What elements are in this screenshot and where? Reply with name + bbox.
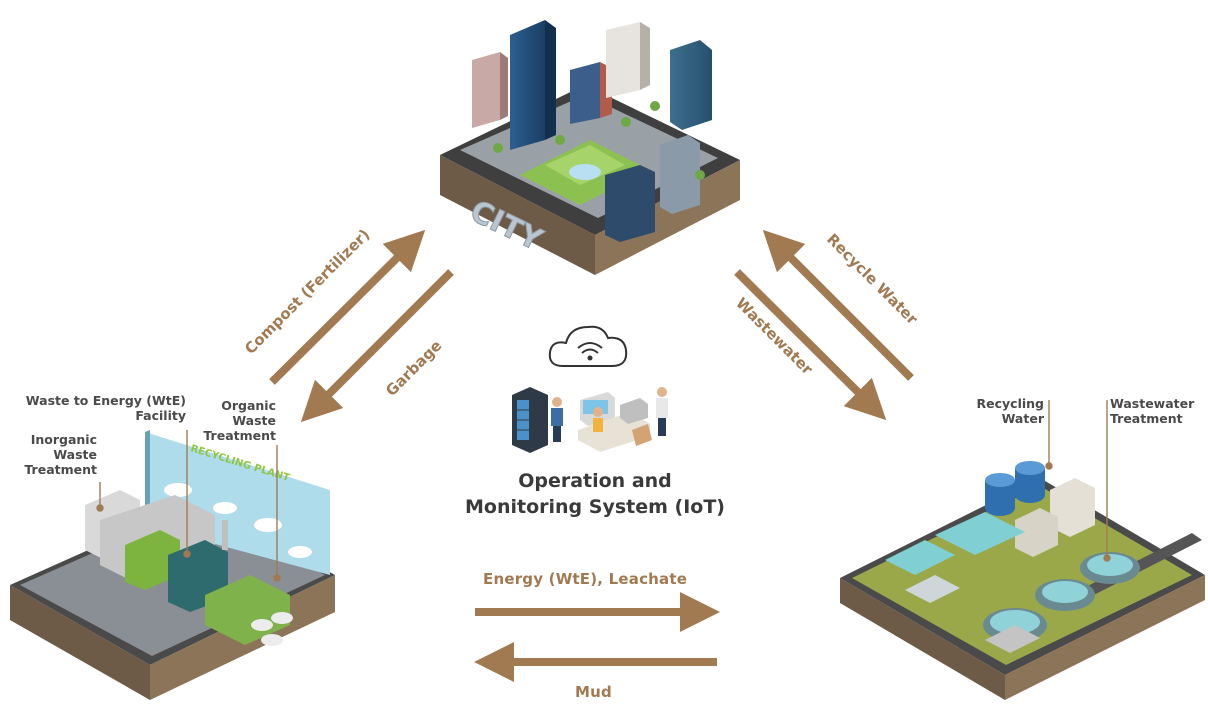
organic-line2: Waste bbox=[232, 413, 276, 428]
wte-facility-label: Waste to Energy (WtE) Facility bbox=[26, 393, 186, 423]
compost-label: Compost (Fertilizer) bbox=[241, 226, 373, 358]
wastewater-treatment-label: Wastewater Treatment bbox=[1110, 396, 1194, 426]
inorganic-line2: Waste bbox=[53, 447, 97, 462]
inorganic-line3: Treatment bbox=[24, 462, 97, 477]
iot-system-title: Operation and Monitoring System (IoT) bbox=[430, 468, 760, 520]
cloud-wifi-icon bbox=[548, 325, 628, 367]
city-illustration bbox=[440, 20, 740, 275]
wte-line1: Waste to Energy (WtE) bbox=[25, 393, 186, 408]
wwt-line2: Treatment bbox=[1110, 411, 1183, 426]
compost-arrow bbox=[269, 229, 426, 385]
organic-line1: Organic bbox=[221, 398, 276, 413]
flow-arrows bbox=[269, 229, 914, 682]
water-plant-leader-lines bbox=[1045, 400, 1111, 562]
recycling-line2: Water bbox=[1001, 411, 1044, 426]
inorganic-waste-label: Inorganic Waste Treatment bbox=[24, 432, 97, 477]
recycle-water-arrow bbox=[762, 229, 914, 381]
wastewater-plant-illustration bbox=[840, 461, 1205, 700]
iot-title-line2: Monitoring System (IoT) bbox=[465, 496, 725, 518]
recycling-line1: Recycling bbox=[976, 396, 1045, 411]
inorganic-line1: Inorganic bbox=[30, 432, 97, 447]
wte-line2: Facility bbox=[135, 408, 186, 423]
organic-line3: Treatment bbox=[203, 428, 276, 443]
wastewater-arrow bbox=[734, 269, 887, 421]
wwt-line1: Wastewater bbox=[1110, 396, 1195, 411]
operators-workstation-icon bbox=[512, 387, 668, 453]
garbage-label: Garbage bbox=[382, 336, 445, 399]
iot-title-line1: Operation and bbox=[518, 470, 672, 492]
garbage-arrow bbox=[300, 269, 454, 423]
organic-waste-label: Organic Waste Treatment bbox=[203, 398, 276, 443]
recycle-water-label: Recycle Water bbox=[823, 230, 921, 328]
waste-plant-leader-lines bbox=[96, 430, 281, 582]
recycling-water-label: Recycling Water bbox=[977, 396, 1045, 426]
recycling-plant-illustration bbox=[10, 430, 335, 700]
mud-label: Mud bbox=[575, 683, 612, 701]
energy-label: Energy (WtE), Leachate bbox=[483, 570, 688, 588]
